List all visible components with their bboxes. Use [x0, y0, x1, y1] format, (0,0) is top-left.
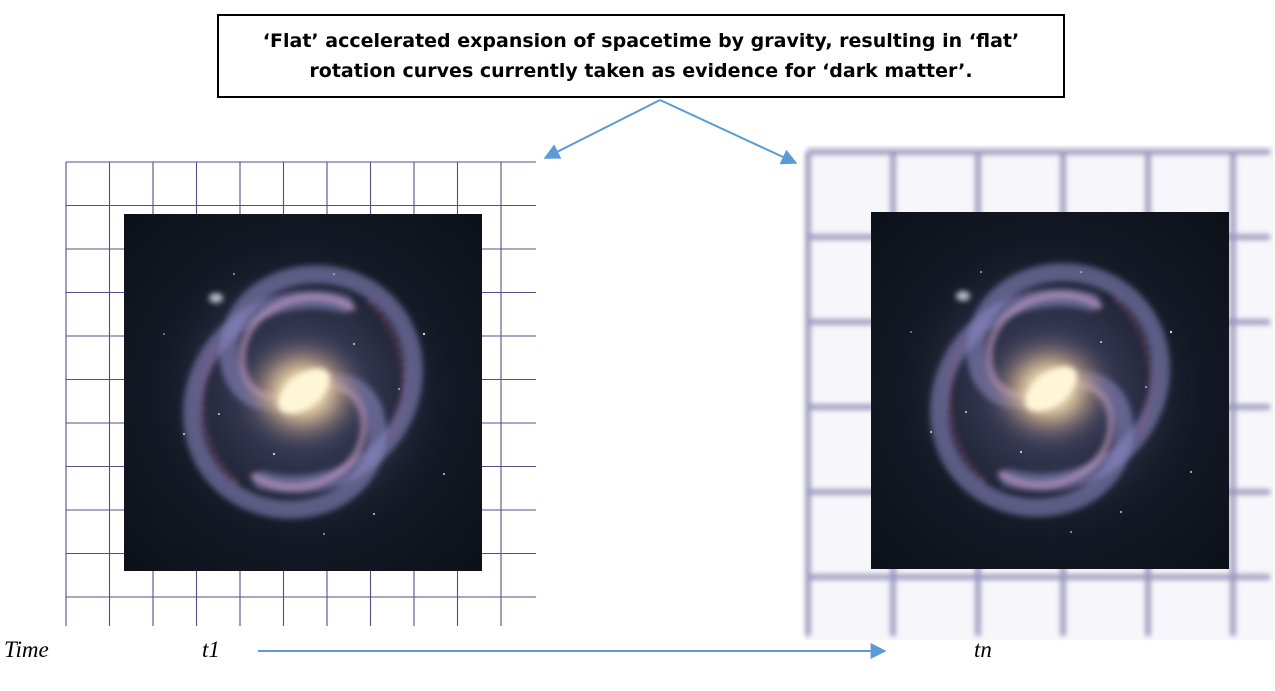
- galaxy-image-t1: [124, 214, 482, 571]
- time-end-label: tn: [974, 637, 992, 662]
- arrow-to-tn-panel: [659, 99, 798, 165]
- time-axis-label: Time: [4, 637, 49, 662]
- arrow-to-t1-panel: [543, 99, 661, 159]
- caption-text: ‘Flat’ accelerated expansion of spacetim…: [262, 30, 1020, 82]
- spacetime-grid-t1: [62, 158, 540, 630]
- caption-box: ‘Flat’ accelerated expansion of spacetim…: [217, 14, 1065, 98]
- time-start-label: t1: [202, 637, 220, 662]
- spacetime-grid-tn: [805, 146, 1273, 640]
- galaxy-image-tn: [871, 212, 1229, 569]
